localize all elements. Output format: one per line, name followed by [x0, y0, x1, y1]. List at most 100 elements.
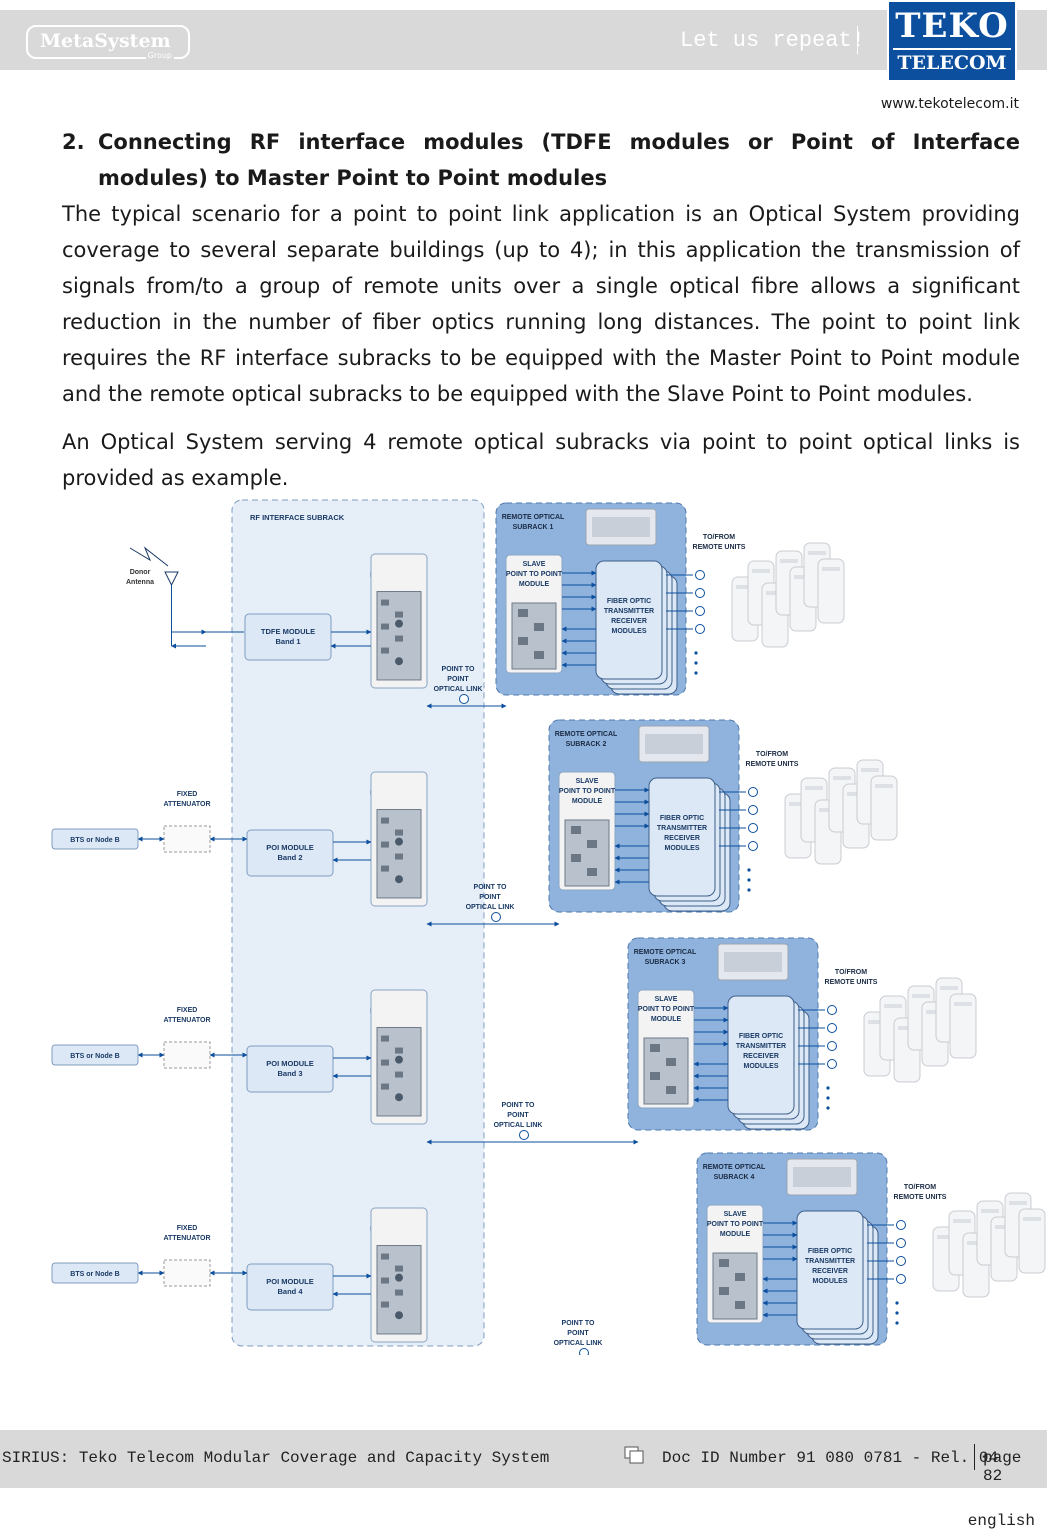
- remote-unit-slot: [995, 1225, 1013, 1229]
- module-port: [395, 619, 403, 628]
- section-title: Connecting RF interface modules (TDFE mo…: [98, 130, 1020, 190]
- module-port: [395, 1055, 403, 1064]
- footer-doc-id: Doc ID Number 91 080 0781 - Rel. 04: [662, 1449, 999, 1467]
- module-connector: [395, 853, 403, 860]
- slave-connector: [719, 1287, 729, 1295]
- module-connector: [381, 1059, 389, 1066]
- fixed-attenuator-box: [163, 825, 211, 853]
- module-connector: [381, 1253, 389, 1260]
- slave-connector: [735, 1273, 745, 1281]
- remote-unit-slot: [1023, 1217, 1041, 1221]
- remote-unit-slot: [794, 575, 812, 579]
- fiber-output-port: [748, 805, 758, 815]
- remote-unit-slot: [953, 1219, 971, 1223]
- donor-antenna-icon: [164, 571, 179, 587]
- bts-node-label: BTS or Node B: [70, 1053, 119, 1060]
- fiber-output-port: [896, 1256, 906, 1266]
- module-port: [395, 1273, 403, 1282]
- remote-unit-slot: [937, 1235, 955, 1239]
- more-ports-dot: [747, 888, 751, 892]
- remote-unit-slot: [884, 1004, 902, 1008]
- fiber-optic-module-card: [595, 560, 663, 680]
- remote-unit-slot: [967, 1241, 985, 1245]
- module-connector: [381, 841, 389, 848]
- fixed-attenuator-box: [163, 1041, 211, 1069]
- module-connector: [381, 817, 389, 824]
- slave-connector: [571, 854, 581, 862]
- poi-module-box: [246, 1263, 334, 1311]
- module-connector: [381, 647, 389, 654]
- bts-node-box: [51, 828, 139, 850]
- slave-connector: [735, 1301, 745, 1309]
- bts-node-box: [51, 1044, 139, 1066]
- more-ports-dot: [826, 1106, 830, 1110]
- remote-unit-slot: [822, 567, 840, 571]
- module-connector: [395, 635, 403, 642]
- fiber-output-port: [695, 570, 705, 580]
- module-connector: [395, 1265, 403, 1272]
- module-connector: [381, 599, 389, 606]
- remote-unit-slot: [1009, 1201, 1027, 1205]
- master-point-to-point-module: [370, 989, 428, 1125]
- bts-node-label: BTS or Node B: [70, 837, 119, 844]
- fiber-output-port: [827, 1059, 837, 1069]
- bts-node-box: [51, 1262, 139, 1284]
- section-heading: 2. Connecting RF interface modules (TDFE…: [62, 124, 1020, 196]
- fiber-output-port: [748, 787, 758, 797]
- more-ports-dot: [694, 651, 698, 655]
- more-ports-dot: [826, 1096, 830, 1100]
- fiber-optic-module-card: [648, 777, 716, 897]
- more-ports-dot: [694, 671, 698, 675]
- remote-unit-slot: [868, 1020, 886, 1024]
- teko-telecom-logo: TEKO TELECOM: [887, 0, 1017, 82]
- remote-unit-slot: [981, 1209, 999, 1213]
- module-connector: [381, 865, 389, 872]
- document-icon: [624, 1446, 644, 1464]
- website-link[interactable]: www.tekotelecom.it: [880, 96, 1019, 112]
- subrack-photo-front: [724, 952, 782, 972]
- footer-title: SIRIUS: Teko Telecom Modular Coverage an…: [2, 1449, 550, 1467]
- module-port: [395, 837, 403, 846]
- slave-connector: [587, 840, 597, 848]
- remote-unit: [870, 775, 898, 841]
- fiber-output-port: [896, 1274, 906, 1284]
- module-port: [395, 1093, 403, 1102]
- slave-connector: [534, 623, 544, 631]
- remote-unit: [817, 558, 845, 624]
- footer-language: english: [967, 1512, 1035, 1530]
- antenna-signal-icon: [129, 546, 169, 567]
- slave-connector: [666, 1058, 676, 1066]
- remote-unit-slot: [861, 768, 879, 772]
- more-ports-dot: [747, 878, 751, 882]
- fiber-output-port: [748, 823, 758, 833]
- more-ports-dot: [826, 1086, 830, 1090]
- fiber-output-port: [695, 624, 705, 634]
- remote-unit-slot: [898, 1026, 916, 1030]
- module-port: [395, 875, 403, 884]
- body-paragraph: The typical scenario for a point to poin…: [62, 202, 1020, 406]
- master-point-to-point-module: [370, 553, 428, 689]
- remote-unit-slot: [819, 808, 837, 812]
- more-ports-dot: [895, 1311, 899, 1315]
- remote-unit-slot: [940, 986, 958, 990]
- remote-unit-slot: [766, 591, 784, 595]
